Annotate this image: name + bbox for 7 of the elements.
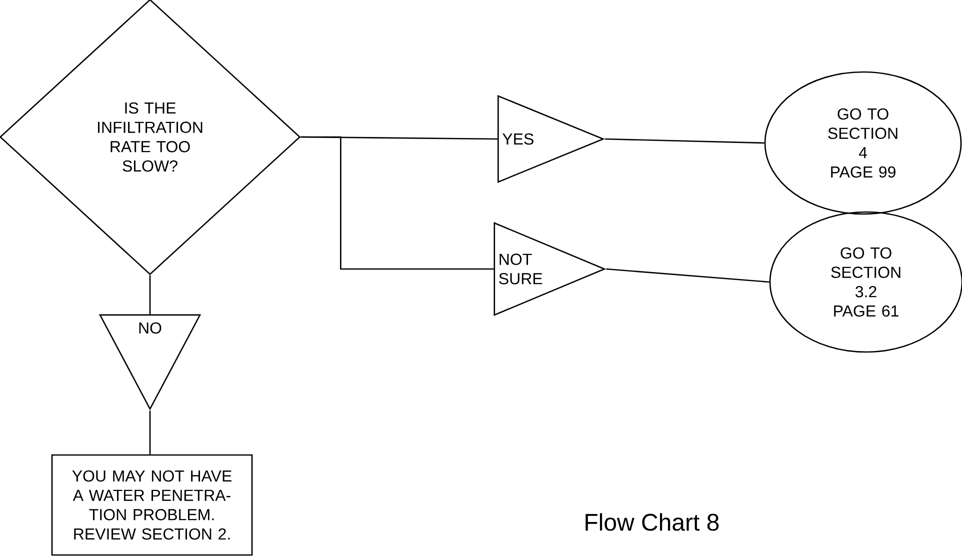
connector-line [604,138,764,144]
connector-line [149,410,151,454]
caption: Flow Chart 8 [586,513,719,531]
connector-line [606,268,770,283]
connector-line [300,136,494,270]
connector-line [149,275,151,314]
result-box: YOU MAY NOT HAVE A WATER PENETRA- TION PROBLEM. REVIEW SECTION 2. [51,454,253,556]
